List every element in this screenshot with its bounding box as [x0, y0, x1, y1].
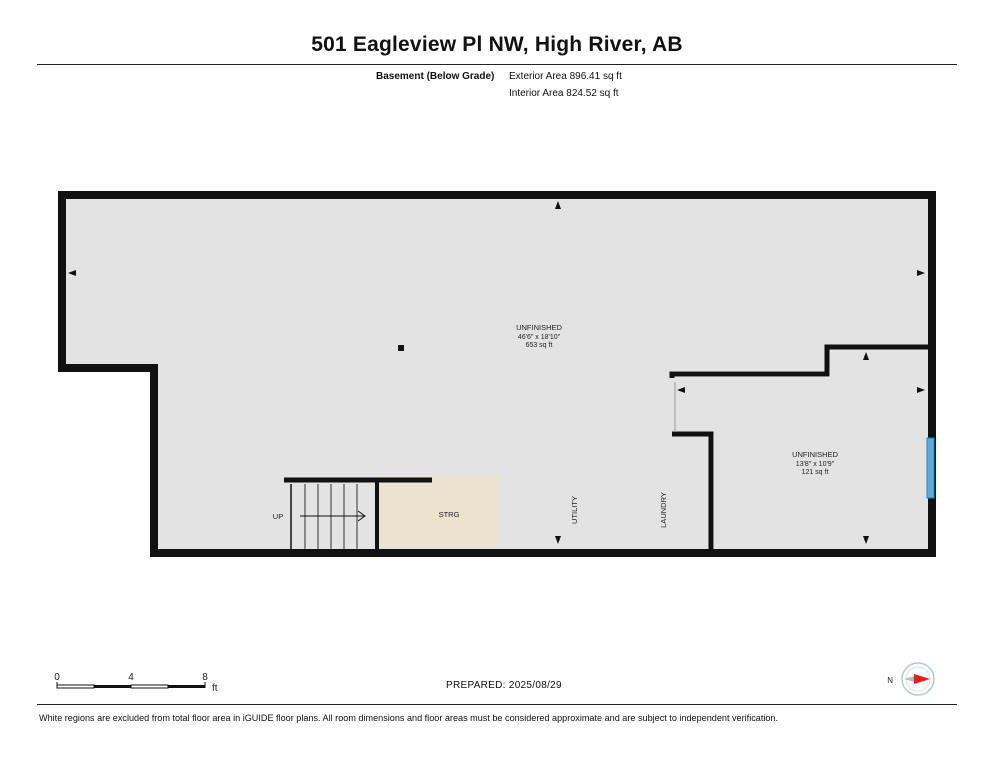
- main-room-dimensions: 46'6" x 18'10": [518, 334, 561, 341]
- side-room-name: UNFINISHED: [792, 450, 838, 459]
- support-column: [398, 345, 404, 351]
- disclaimer: White regions are excluded from total fl…: [39, 713, 779, 723]
- side-room-wall-top: [669, 344, 930, 378]
- level-name: Basement (Below Grade): [376, 71, 495, 82]
- floor-area: [64, 196, 930, 549]
- storage-floor: [380, 476, 497, 546]
- side-room-area: 121 sq ft: [802, 469, 829, 476]
- compass-north-label: N: [887, 676, 893, 685]
- scale-tick-8: 8: [202, 672, 208, 683]
- prepared-date: PREPARED: 2025/08/29: [446, 680, 562, 691]
- exterior-area: Exterior Area 896.41 sq ft: [509, 71, 622, 82]
- scale-tick-4: 4: [128, 672, 134, 683]
- header-divider: [37, 64, 957, 65]
- main-room-name: UNFINISHED: [516, 323, 562, 332]
- storage-label: STRG: [439, 510, 460, 519]
- scale-bar: [56, 682, 206, 689]
- exterior-wall: [58, 191, 936, 557]
- laundry-label: LAUNDRY: [659, 492, 668, 528]
- side-room-floor: [672, 349, 930, 549]
- side-room-wall: [672, 431, 714, 550]
- utility-label: UTILITY: [570, 496, 579, 524]
- scale-tick-0: 0: [54, 672, 60, 683]
- stairs-label: UP: [273, 512, 283, 521]
- compass-icon: [901, 662, 935, 696]
- dimension-markers: [68, 201, 925, 544]
- page-title: 501 Eagleview Pl NW, High River, AB: [311, 33, 683, 56]
- window: [926, 437, 935, 499]
- footer-divider: [37, 704, 957, 705]
- interior-area: Interior Area 824.52 sq ft: [509, 88, 619, 99]
- stair-arrow-icon: [300, 510, 366, 522]
- scale-unit: ft: [212, 683, 218, 694]
- main-room-area: 653 sq ft: [526, 342, 553, 349]
- side-room-dimensions: 13'8" x 10'9": [796, 461, 835, 468]
